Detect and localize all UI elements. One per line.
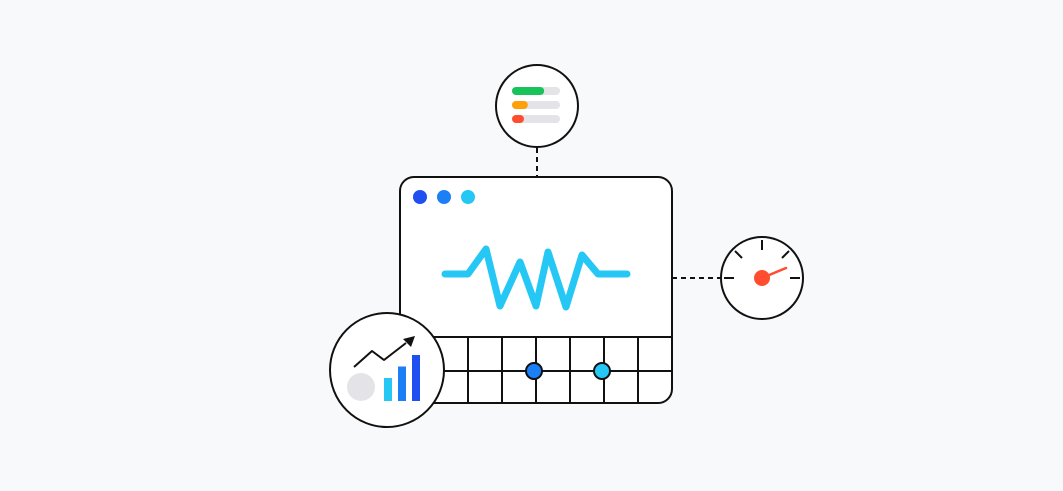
chart-bar-mid: [398, 366, 406, 401]
growth-chart-icon: [329, 312, 445, 428]
window-dot-blue-dark: [413, 190, 427, 204]
gauge-hub: [754, 270, 770, 286]
chart-circle: [347, 373, 375, 401]
speedometer-gauge-icon: [720, 236, 804, 320]
trend-line: [353, 342, 407, 368]
status-bar-track: [512, 115, 560, 123]
chart-bar-light: [384, 378, 392, 401]
window-dot-blue: [437, 190, 451, 204]
gauge-tick: [734, 250, 743, 259]
growth-chart-badge: [329, 312, 445, 428]
trend-arrow-icon: [403, 336, 415, 347]
status-bar-red: [512, 115, 524, 123]
chart-bar-dark: [412, 355, 420, 401]
status-bars-icon: [495, 64, 579, 148]
heartbeat-waveform-icon: [441, 245, 631, 311]
gauge-tick: [781, 250, 790, 259]
grid-marker-cyan: [593, 362, 611, 380]
window-dot-cyan: [461, 190, 475, 204]
status-bar-orange: [512, 101, 528, 109]
grid-marker-blue: [525, 362, 543, 380]
status-bar-green: [512, 87, 545, 95]
